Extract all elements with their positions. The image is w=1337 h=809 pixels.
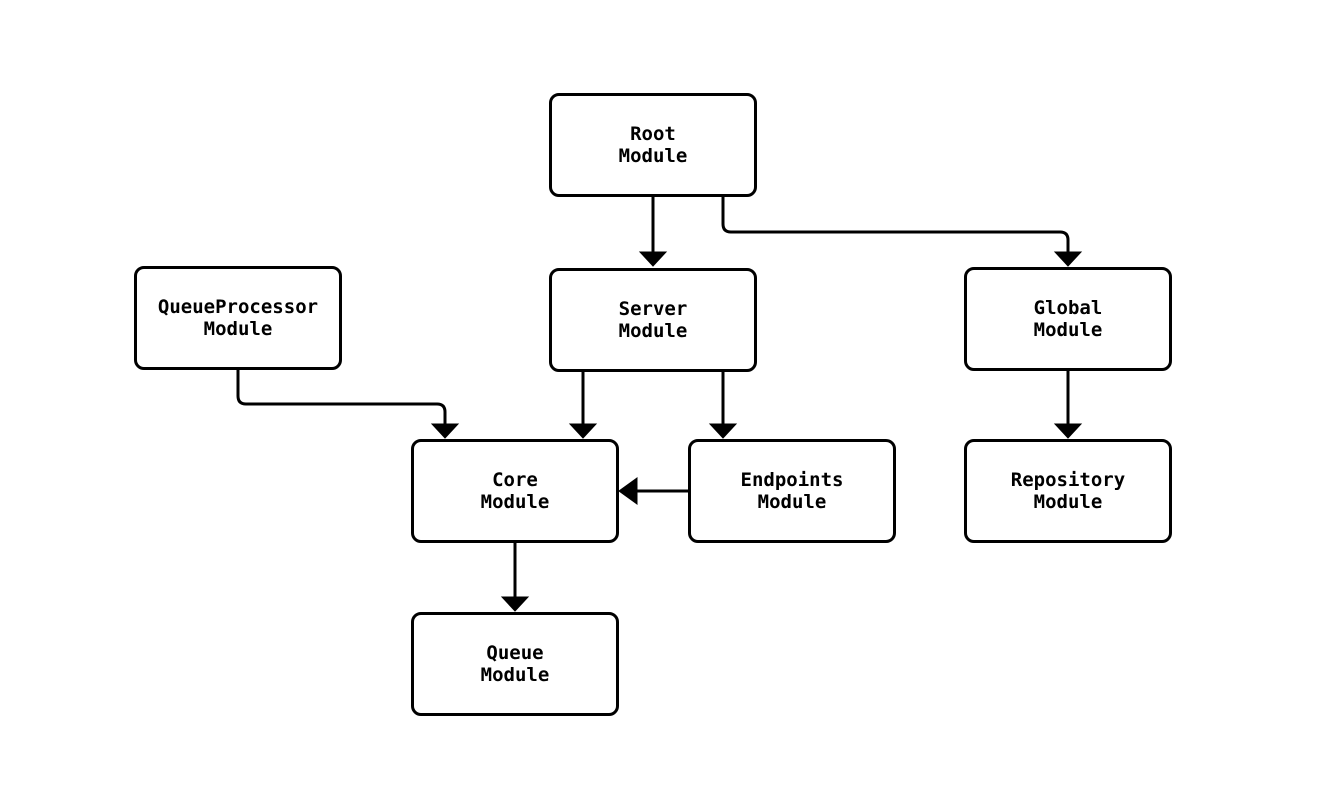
node-global-label-line2: Module [1033,319,1103,341]
node-global-module: Global Module [964,267,1172,371]
node-repository-module: Repository Module [964,439,1172,543]
node-root-label-line1: Root [630,123,676,145]
node-queueprocessor-label-line2: Module [203,318,273,340]
node-root-label-line2: Module [618,145,688,167]
edge-endpoints-to-core [618,477,690,505]
node-endpoints-module: Endpoints Module [688,439,896,543]
edge-root-to-global [721,195,1083,267]
node-core-label-line2: Module [480,491,550,513]
edge-server-to-endpoints [708,370,738,439]
edge-root-to-server [638,195,668,267]
node-repository-label-line2: Module [1033,491,1103,513]
node-queue-label-line2: Module [480,664,550,686]
edge-queueprocessor-to-core [236,368,460,439]
node-endpoints-label-line2: Module [757,491,827,513]
node-endpoints-label-line1: Endpoints [740,469,844,491]
node-repository-label-line1: Repository [1010,469,1126,491]
node-server-label-line1: Server [618,298,688,320]
edge-core-to-queue [500,541,530,612]
node-core-label-line1: Core [492,469,538,491]
node-global-label-line1: Global [1033,297,1103,319]
node-queueprocessor-module: QueueProcessor Module [134,266,342,370]
node-queue-label-line1: Queue [486,642,544,664]
node-queue-module: Queue Module [411,612,619,716]
node-queueprocessor-label-line1: QueueProcessor [157,296,319,318]
node-root-module: Root Module [549,93,757,197]
edge-server-to-core [568,370,598,439]
node-server-module: Server Module [549,268,757,372]
edge-global-to-repository [1053,369,1083,439]
node-server-label-line2: Module [618,320,688,342]
node-core-module: Core Module [411,439,619,543]
